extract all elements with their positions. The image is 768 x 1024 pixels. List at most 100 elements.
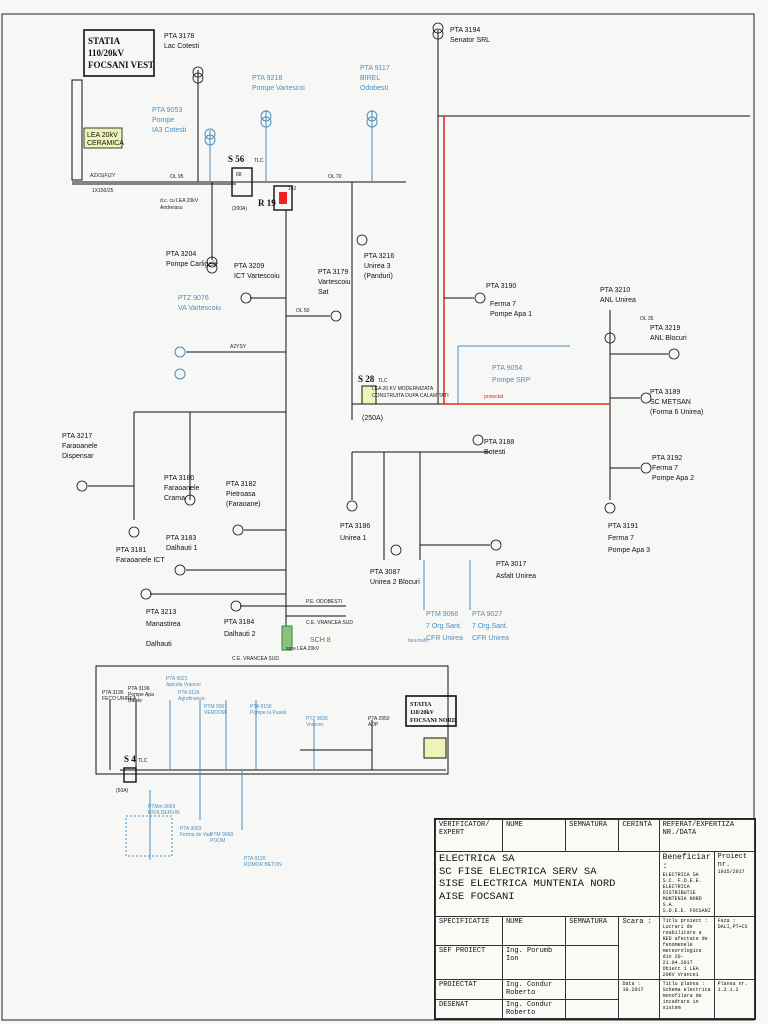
- node-pta3183: PTA 3183 Dalhauti 1: [166, 535, 286, 576]
- svg-text:Pompe Apa 3: Pompe Apa 3: [608, 547, 650, 554]
- svg-text:Faraoanele: Faraoanele: [62, 443, 98, 450]
- svg-text:CFR Unirea: CFR Unirea: [472, 635, 509, 642]
- node-pta9117: PTA 9117 BIREL Odobesti: [360, 65, 390, 92]
- svg-text:C.E. VRANCEA SUD: C.E. VRANCEA SUD: [306, 620, 353, 626]
- node-ptm9066: PTM 9066 7 Org.Sant. CFR Unirea: [423, 560, 463, 642]
- mid-left-bus: [133, 411, 490, 560]
- titlu-proiect-cell: Titlu proiect : Lucrari de reabilitare a…: [658, 915, 715, 981]
- node-pta3191: PTA 3191 Ferma 7 Pompe Apa 3: [604, 502, 650, 554]
- svg-text:CERAMICA: CERAMICA: [87, 140, 124, 147]
- svg-text:A2XS(F)2Y: A2XS(F)2Y: [90, 173, 116, 179]
- svg-text:TLC: TLC: [138, 758, 148, 764]
- svg-text:PTA 3181: PTA 3181: [116, 547, 146, 554]
- svg-text:Vrancei: Vrancei: [306, 722, 323, 728]
- title-block: VERIFICATOR/ EXPERT NUME SEMNATURA CERIN…: [434, 818, 756, 1020]
- svg-text:ANL Blocuri: ANL Blocuri: [650, 335, 687, 342]
- verificator-header: VERIFICATOR/ EXPERT: [435, 818, 503, 853]
- svg-text:IA3 Cotesti: IA3 Cotesti: [152, 127, 187, 134]
- svg-text:PTM 9066: PTM 9066: [426, 611, 458, 618]
- svg-text:PTA 9126: PTA 9126: [178, 690, 200, 696]
- svg-text:110/20kV: 110/20kV: [410, 710, 435, 716]
- svg-text:S 28: S 28: [358, 374, 375, 384]
- proiect-nr-cell: Proiect nr. 1015/2017: [713, 851, 756, 917]
- svg-text:PTA 3195: PTA 3195: [102, 690, 124, 696]
- svg-text:7 Org.Sant.: 7 Org.Sant.: [472, 623, 508, 630]
- svg-text:Dalhauti 2: Dalhauti 2: [224, 631, 256, 638]
- svg-text:PTA 9158: PTA 9158: [250, 704, 272, 710]
- svg-text:POOM: POOM: [210, 838, 225, 844]
- node-pta3213: PTA 3213 Manastirea Dalhauti: [140, 588, 286, 648]
- svg-text:Pompe la Pasek: Pompe la Pasek: [250, 710, 287, 716]
- svg-text:(50A): (50A): [116, 788, 129, 794]
- svg-text:(200A): (200A): [232, 206, 247, 212]
- svg-text:PTA 9054: PTA 9054: [492, 365, 522, 372]
- svg-text:OL 35: OL 35: [640, 316, 654, 322]
- svg-text:ANL Unirea: ANL Unirea: [600, 297, 636, 304]
- svg-text:OL 50: OL 50: [296, 308, 310, 314]
- node-pta3182: PTA 3182 Pietroasa (Faraoane): [226, 481, 286, 536]
- svg-text:proiectat: proiectat: [484, 394, 504, 400]
- station-focsani-vest: STATIA 110/20kV FOCSANI VEST: [71, 29, 155, 181]
- svg-text:Unirea 2 Blocuri: Unirea 2 Blocuri: [370, 579, 420, 586]
- svg-text:Pompe Carligele: Pompe Carligele: [166, 261, 218, 268]
- svg-text:Pompe Vartescoi: Pompe Vartescoi: [252, 85, 305, 92]
- node-pta9218: PTA 9218 Pompe Vartescoi: [252, 75, 305, 92]
- plansa-cell: Plansa nr. 1.2.1.2: [713, 979, 756, 1019]
- svg-text:Apicola Vrancei: Apicola Vrancei: [166, 682, 201, 688]
- bottom-section: [95, 665, 449, 860]
- proiectat-header: PROIECTAT: [435, 979, 503, 1000]
- specificatie-header: SPECIFICATIE: [435, 915, 503, 946]
- svg-text:TLC: TLC: [254, 158, 264, 164]
- drawing-frame: [1, 13, 755, 1021]
- svg-text:PTA 2950: PTA 2950: [368, 716, 390, 722]
- svg-text:VA Vartescoiu: VA Vartescoiu: [178, 305, 221, 312]
- svg-text:R 19: R 19: [258, 198, 276, 208]
- svg-text:OL 95: OL 95: [170, 174, 184, 180]
- svg-text:Pompe Apa: Pompe Apa: [128, 692, 154, 698]
- svg-text:Pompe SRP: Pompe SRP: [492, 377, 531, 384]
- node-pta3186: PTA 3186 Unirea 1: [340, 500, 370, 542]
- node-pta3181: PTA 3181 Faraoanele ICT: [116, 526, 165, 564]
- node-pta9054: PTA 9054 Pompe SRP: [457, 345, 570, 404]
- svg-text:Manastirea: Manastirea: [146, 621, 181, 628]
- node-pta3017: PTA 3017 Asfalt Unirea: [490, 539, 536, 580]
- svg-text:Pompe Apa 1: Pompe Apa 1: [490, 311, 532, 318]
- svg-text:PTA 9218: PTA 9218: [252, 75, 282, 82]
- svg-text:Dalhauti: Dalhauti: [146, 641, 172, 648]
- lea-ceramica-label: LEA 20kV CERAMICA: [83, 127, 124, 149]
- svg-text:fara trafo: fara trafo: [408, 638, 428, 644]
- titlu-plansa-cell: Titlu plansa : Schema electrica monofila…: [658, 979, 715, 1019]
- nume-header-2: NUME: [501, 915, 567, 946]
- bottom-labels: PTA 3195 FECO UNIREA PTA 3196 Pompe Apa …: [102, 676, 390, 868]
- node-ptz9076: PTZ 9076 VA Vartescoiu A2YSY: [174, 295, 286, 380]
- svg-text:PTA 3188: PTA 3188: [484, 439, 514, 446]
- svg-text:Dalhauti 1: Dalhauti 1: [166, 545, 198, 552]
- modernized-line: LEA 20 KV MODERNIZATA CONSTRUITA DUPA CA…: [352, 386, 610, 405]
- svg-text:PTA 3191: PTA 3191: [608, 523, 638, 530]
- svg-text:Ferma 7: Ferma 7: [652, 465, 678, 472]
- svg-text:PTA 3178: PTA 3178: [164, 33, 194, 40]
- svg-text:(250A): (250A): [362, 415, 383, 422]
- svg-text:PTA 3192: PTA 3192: [652, 455, 682, 462]
- node-pta3179: PTA 3179 Vartescoiu Sat: [286, 269, 351, 322]
- svg-text:Pompe Apa 2: Pompe Apa 2: [652, 475, 694, 482]
- svg-text:Sat: Sat: [318, 289, 329, 296]
- cerinta-header: CERINTA: [618, 818, 660, 853]
- svg-text:(Forma 6 Unirea): (Forma 6 Unirea): [650, 409, 703, 416]
- node-pta3204: PTA 3204 Pompe Carligele: [166, 251, 218, 268]
- svg-text:ADP: ADP: [368, 722, 379, 728]
- referat-header: REFERAT/EXPERTIZA NR./DATA: [658, 818, 756, 853]
- switch-s28: S 28 TLC (250A): [358, 374, 388, 422]
- svg-text:PTA 3204: PTA 3204: [166, 251, 196, 258]
- company-cell: ELECTRICA SA SC FISE ELECTRICA SERV SA S…: [435, 851, 660, 917]
- semnatura-header: SEMNATURA: [565, 818, 620, 853]
- svg-text:VERDOM: VERDOM: [204, 710, 226, 716]
- svg-text:PTA 9027: PTA 9027: [472, 611, 502, 618]
- svg-text:Agrofinance: Agrofinance: [178, 696, 205, 702]
- svg-text:LEA 20kV: LEA 20kV: [87, 132, 118, 139]
- svg-text:Balele: Balele: [128, 698, 142, 704]
- svg-text:A2YSY: A2YSY: [230, 344, 247, 350]
- svg-text:Andreiasu: Andreiasu: [160, 205, 183, 211]
- svg-text:PTA 3189: PTA 3189: [650, 389, 680, 396]
- svg-text:PTA 3183: PTA 3183: [166, 535, 196, 542]
